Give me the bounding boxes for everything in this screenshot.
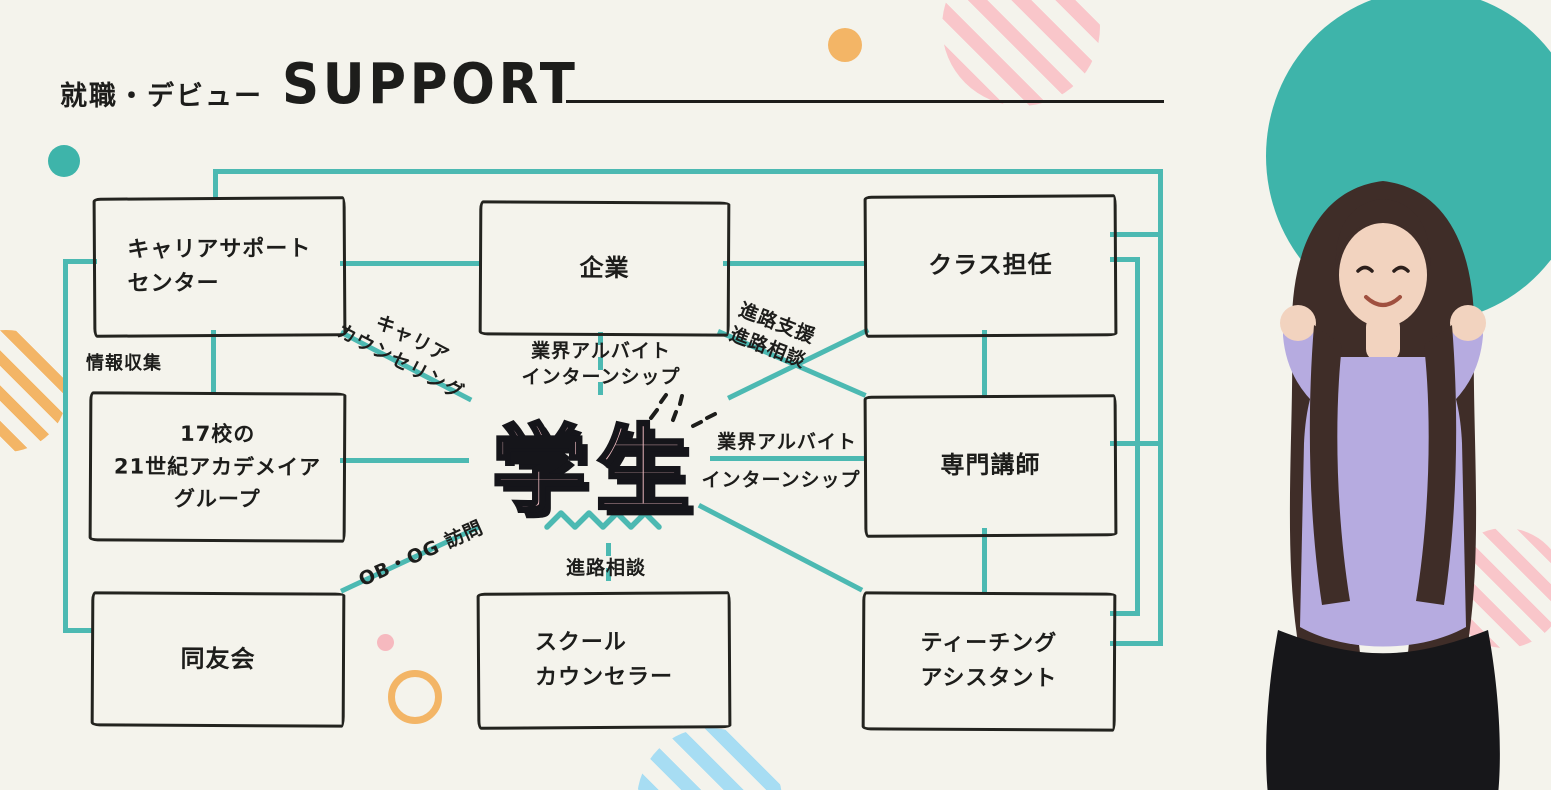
- node-class-teacher: クラス担任: [863, 194, 1118, 338]
- node-label: スクール: [534, 630, 627, 656]
- node-label: ティーチング: [920, 631, 1058, 657]
- node-academeia-group: 17校の 21世紀アカデメイア グループ: [88, 391, 347, 543]
- node-label: センター: [127, 270, 220, 297]
- student-central-label: 学生: [490, 414, 701, 527]
- connector-specialist-ta: [982, 528, 987, 593]
- connector-company-classteacher: [723, 261, 866, 266]
- connector-top-left-drop: [213, 169, 218, 200]
- connector-classteacher-outer: [1110, 232, 1162, 237]
- connector-classteacher-inner: [1110, 257, 1140, 262]
- node-label: グループ: [173, 487, 261, 512]
- connector-student-ta-diagonal: [697, 503, 864, 593]
- connector-left-elbow-top: [63, 259, 97, 264]
- edge-label-industry-intern-right-2: インターンシップ: [701, 469, 861, 491]
- connector-career-company: [340, 261, 481, 266]
- bottom-edge: [0, 790, 1551, 795]
- node-specialist-instructor: 専門講師: [863, 394, 1118, 538]
- pink-striped-circle-top: [942, 0, 1100, 106]
- connector-top-horizontal: [213, 169, 1163, 174]
- connector-outer-bottom: [1110, 641, 1163, 646]
- node-doyukai: 同友会: [90, 591, 346, 728]
- page-title-en: SUPPORT: [282, 52, 579, 117]
- node-label: カウンセラー: [535, 664, 674, 690]
- node-career-support-center: キャリアサポート センター: [92, 196, 347, 338]
- edge-label-info-gathering: 情報収集: [86, 353, 162, 374]
- connector-academeia-student: [340, 458, 469, 463]
- node-label: キャリアサポート: [127, 236, 312, 263]
- node-company: 企業: [478, 200, 731, 337]
- edge-label-industry-intern-right-1: 業界アルバイト: [717, 431, 857, 453]
- sparkle-marks-icon: [649, 393, 717, 428]
- blue-striped-circle-bottom: [637, 728, 782, 795]
- connector-left-elbow-bottom: [63, 628, 94, 633]
- connector-outer-right-vertical: [1158, 169, 1163, 646]
- node-label: 同友会: [180, 644, 256, 674]
- node-teaching-assistant: ティーチング アシスタント: [861, 591, 1117, 732]
- orange-dot: [828, 28, 862, 62]
- edge-label-industry-intern-top: 業界アルバイト インターンシップ: [521, 340, 681, 388]
- connector-classteacher-specialist: [982, 330, 987, 396]
- page-title-jp: 就職・デビュー: [60, 81, 263, 112]
- node-school-counselor: スクール カウンセラー: [476, 591, 732, 730]
- connector-company-student-dashed: [598, 332, 603, 398]
- connector-student-specialist: [710, 456, 866, 461]
- connector-career-academeia: [211, 330, 216, 393]
- connector-inner-right-vertical: [1135, 257, 1140, 616]
- connector-inner-bottom: [1110, 611, 1140, 616]
- node-label: 21世紀アカデメイア: [113, 454, 322, 480]
- teal-dot: [48, 145, 80, 177]
- edge-label-obog-visit: OB・OG 訪問: [355, 516, 487, 592]
- connector-left-vertical: [63, 259, 68, 633]
- node-label: アシスタント: [920, 665, 1058, 691]
- edge-label-career-consult: 進路相談: [565, 557, 646, 579]
- connector-student-counselor-dashed: [606, 543, 611, 593]
- orange-ring: [388, 670, 442, 724]
- node-label: 17校の: [179, 421, 256, 447]
- title-underline: [566, 100, 1164, 103]
- node-label: クラス担任: [928, 251, 1053, 280]
- node-label: 企業: [579, 253, 630, 283]
- orange-striped-circle-left: [0, 330, 67, 452]
- zigzag-line: [544, 510, 662, 530]
- woman-photo: [1266, 181, 1500, 795]
- edge-label-career-counseling: キャリア カウンセリング: [333, 310, 468, 404]
- pink-dot: [377, 634, 394, 651]
- node-label: 専門講師: [940, 451, 1041, 480]
- connector-specialist-outer: [1110, 441, 1162, 446]
